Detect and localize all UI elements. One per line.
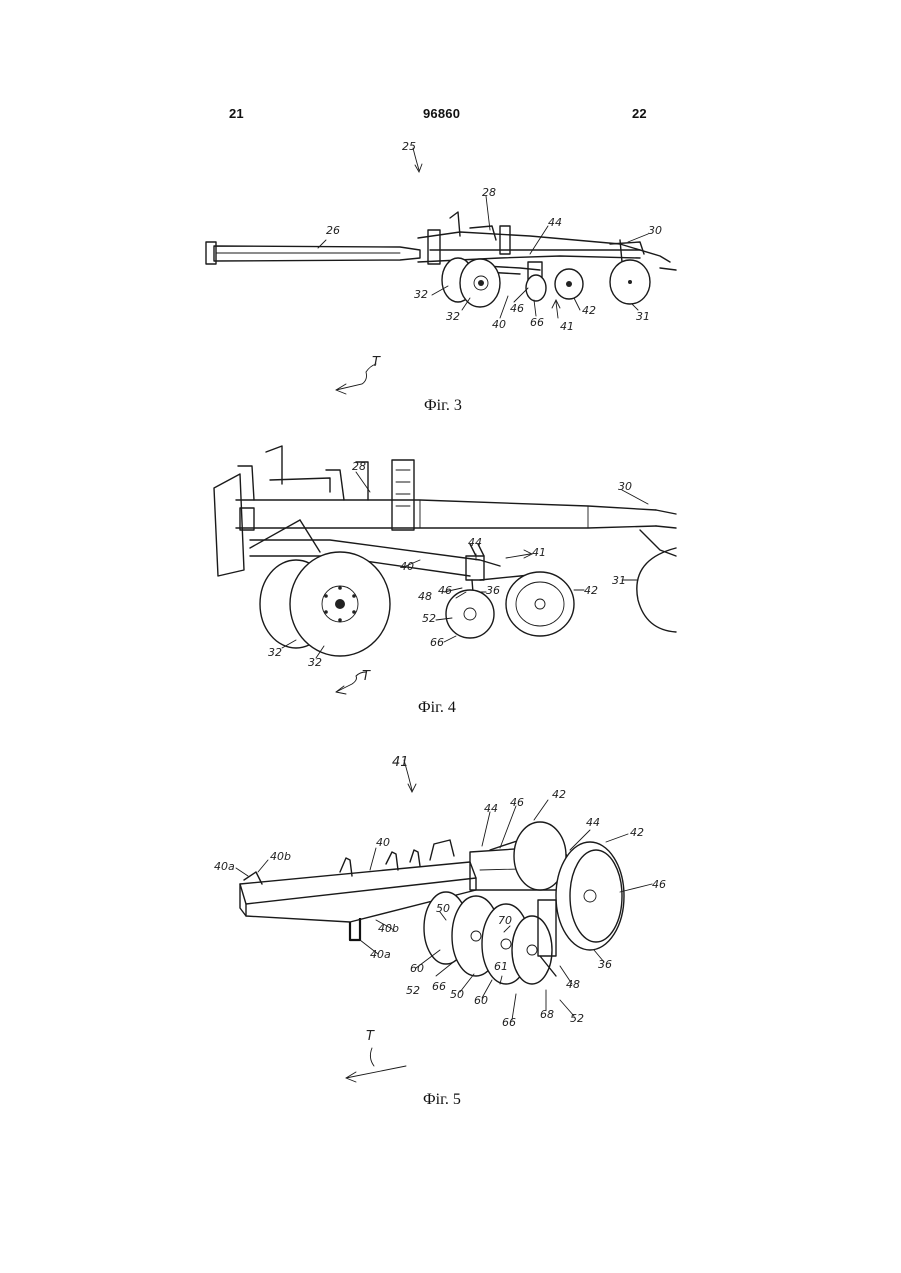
fig5-ref-44a: 44 xyxy=(484,802,498,815)
fig5-ref-50a: 50 xyxy=(436,902,450,915)
fig5-ref-44b: 44 xyxy=(586,816,600,829)
fig3-ref-28: 28 xyxy=(482,186,496,199)
figure-4-drawing: 28 30 44 41 40 46 48 36 42 31 52 66 32 3… xyxy=(0,430,901,730)
fig4-ref-46: 46 xyxy=(438,584,452,597)
fig3-ref-26: 26 xyxy=(326,224,340,237)
fig5-ref-T: T xyxy=(366,1029,375,1044)
figure-3-caption: Фіг. 3 xyxy=(424,397,462,415)
fig5-ref-60b: 60 xyxy=(474,994,488,1007)
fig4-ref-36: 36 xyxy=(486,584,500,597)
fig5-ref-41: 41 xyxy=(392,755,409,770)
fig5-ref-48: 48 xyxy=(566,978,580,991)
fig5-ref-40b-1: 40b xyxy=(270,850,291,863)
fig5-ref-70: 70 xyxy=(498,914,512,927)
fig5-ref-42a: 42 xyxy=(552,788,566,801)
fig4-ref-48: 48 xyxy=(418,590,432,603)
fig4-ref-40: 40 xyxy=(400,560,414,573)
fig5-ref-60a: 60 xyxy=(410,962,424,975)
figure-4-caption: Фіг. 4 xyxy=(418,699,456,717)
fig5-ref-40: 40 xyxy=(376,836,390,849)
fig3-ref-T: T xyxy=(372,355,381,370)
fig5-ref-66b: 66 xyxy=(502,1016,516,1029)
fig5-ref-68: 68 xyxy=(540,1008,554,1021)
fig3-ref-41: 41 xyxy=(560,320,574,333)
fig4-ref-28: 28 xyxy=(352,460,366,473)
fig4-ref-66: 66 xyxy=(430,636,444,649)
fig4-ref-32b: 32 xyxy=(308,656,322,669)
fig4-ref-44: 44 xyxy=(468,536,482,549)
fig5-ref-50b: 50 xyxy=(450,988,464,1001)
figure-5-caption: Фіг. 5 xyxy=(423,1091,461,1109)
fig3-ref-66: 66 xyxy=(530,316,544,329)
fig3-ref-42: 42 xyxy=(582,304,596,317)
fig5-ref-40a-2: 40a xyxy=(370,948,391,961)
figure-5-drawing: 41 44 46 42 44 42 40 40a 40b 46 50 40b 7… xyxy=(0,750,901,1090)
fig5-ref-52b: 52 xyxy=(570,1012,584,1025)
fig5-ref-52a: 52 xyxy=(406,984,420,997)
fig4-ref-42: 42 xyxy=(584,584,598,597)
fig3-ref-25: 25 xyxy=(402,140,416,153)
fig3-ref-44: 44 xyxy=(548,216,562,229)
fig5-ref-46b: 46 xyxy=(652,878,666,891)
fig3-ref-32a: 32 xyxy=(414,288,428,301)
fig4-ref-41: 41 xyxy=(532,546,546,559)
fig4-ref-30: 30 xyxy=(618,480,632,493)
fig5-ref-46a: 46 xyxy=(510,796,524,809)
fig4-ref-T: T xyxy=(362,669,371,684)
fig5-ref-66a: 66 xyxy=(432,980,446,993)
fig3-ref-31: 31 xyxy=(636,310,650,323)
fig5-ref-61: 61 xyxy=(494,960,508,973)
fig3-ref-46: 46 xyxy=(510,302,524,315)
fig3-ref-32b: 32 xyxy=(446,310,460,323)
fig4-ref-52: 52 xyxy=(422,612,436,625)
fig5-ref-36: 36 xyxy=(598,958,612,971)
fig5-ref-40b-2: 40b xyxy=(378,922,399,935)
fig4-ref-31: 31 xyxy=(612,574,626,587)
figure-3-drawing: 25 26 28 44 30 32 32 46 40 66 41 42 31 T xyxy=(0,0,901,400)
fig5-ref-42b: 42 xyxy=(630,826,644,839)
fig5-ref-40a-1: 40a xyxy=(214,860,235,873)
fig4-ref-32a: 32 xyxy=(268,646,282,659)
fig3-ref-40: 40 xyxy=(492,318,506,331)
fig3-ref-30: 30 xyxy=(648,224,662,237)
